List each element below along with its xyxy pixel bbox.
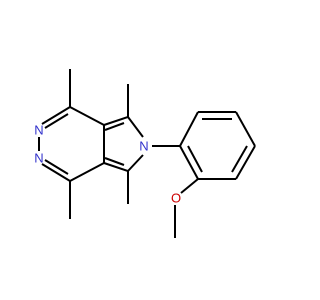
bond-c1-n2 <box>41 106 71 125</box>
bond-n6-c5 <box>127 154 144 172</box>
bond-n3-c4-double <box>44 159 69 175</box>
bond-c5-c4a-double <box>104 157 125 166</box>
bond-aryl-4-5 <box>235 145 256 180</box>
molecule-canvas: N N N O <box>34 69 256 238</box>
atom-label-layer: N N N O <box>34 123 181 206</box>
bond-aryl-3-4 <box>235 111 256 147</box>
bond-c7-c7a <box>103 116 129 126</box>
pyridazine-nitrogen-upper-label: N <box>34 123 43 138</box>
bond-layer <box>38 69 256 238</box>
bond-aryl-1-2 <box>179 111 199 147</box>
bond-aryl-4-5-double <box>231 145 248 173</box>
bond-c1-n2-double <box>44 113 69 129</box>
pyrrole-nitrogen-label: N <box>139 139 148 154</box>
bond-aryl-6-1-double <box>187 145 203 173</box>
bond-c7a-c1 <box>69 106 105 126</box>
bond-c7-n6 <box>127 116 144 138</box>
bond-aryl-6-1 <box>179 145 199 180</box>
methoxy-oxygen-label: O <box>171 191 181 206</box>
bond-c4-c4a <box>69 162 105 182</box>
bond-n3-c4 <box>41 163 71 182</box>
bond-c7-c7a-double <box>104 122 125 131</box>
structure-diagram: N N N O <box>34 69 256 238</box>
bond-aryl-o <box>180 178 199 194</box>
bond-c5-c4a <box>103 162 129 172</box>
pyridazine-nitrogen-lower-label: N <box>34 151 43 166</box>
